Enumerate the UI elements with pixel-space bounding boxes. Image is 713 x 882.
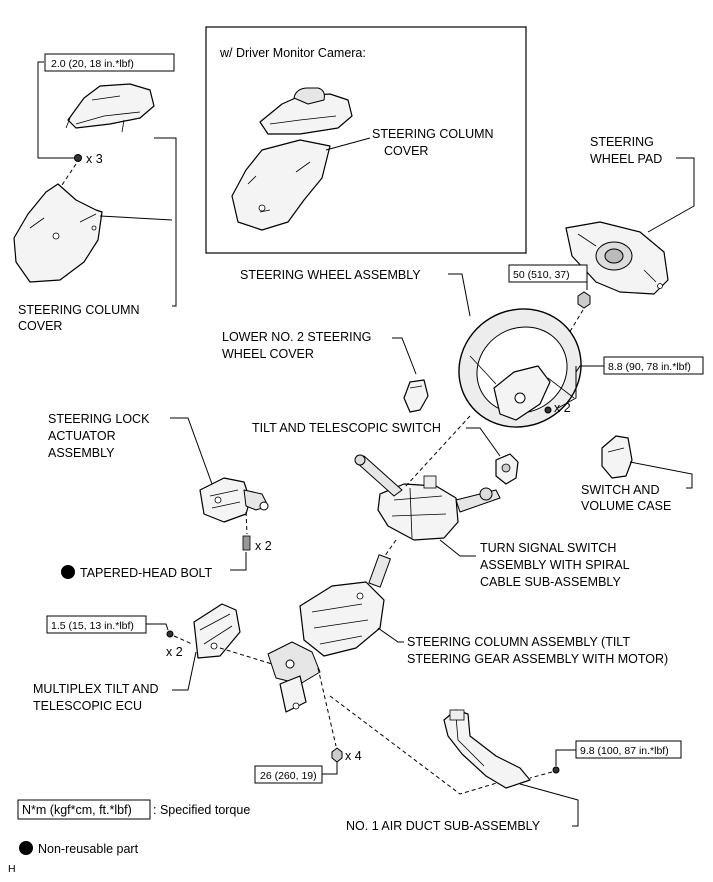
- inset-title: w/ Driver Monitor Camera:: [219, 46, 366, 60]
- label-switch-volume-2: VOLUME CASE: [581, 499, 671, 513]
- label-lock-actuator-2: ACTUATOR: [48, 429, 116, 443]
- svg-text:1.5 (15, 13 in.*lbf): 1.5 (15, 13 in.*lbf): [51, 620, 134, 632]
- duct-bolt-icon: [552, 766, 560, 774]
- turn-signal-switch-assembly: [354, 454, 501, 541]
- label-column-cover-1: STEERING COLUMN: [18, 303, 140, 317]
- label-tilt-switch: TILT AND TELESCOPIC SWITCH: [252, 421, 441, 435]
- footer-code: H: [8, 863, 16, 875]
- label-column-assembly-2: STEERING GEAR ASSEMBLY WITH MOTOR): [407, 652, 668, 666]
- label-column-assembly-1: STEERING COLUMN ASSEMBLY (TILT: [407, 635, 630, 649]
- steering-lock-actuator: [199, 477, 269, 523]
- tapered-bolt-qty: x 2: [255, 539, 272, 553]
- label-ecu-2: TELESCOPIC ECU: [33, 699, 142, 713]
- lower-wheel-cover: [403, 379, 429, 413]
- label-column-cover-2: COVER: [18, 319, 62, 333]
- cover-screw-icon: [74, 154, 82, 162]
- tilt-telescopic-switch: [495, 453, 519, 485]
- label-tapered-bolt: TAPERED-HEAD BOLT: [80, 566, 213, 580]
- svg-text:50 (510, 37): 50 (510, 37): [513, 269, 570, 281]
- torque-box-cover-screw: 2.0 (20, 18 in.*lbf): [44, 53, 175, 72]
- torque-box-duct-bolt: 9.8 (100, 87 in.*lbf): [575, 740, 682, 759]
- label-wheel-pad-2: WHEEL PAD: [590, 152, 662, 166]
- label-ecu-1: MULTIPLEX TILT AND: [33, 682, 159, 696]
- label-lock-actuator-3: ASSEMBLY: [48, 446, 115, 460]
- label-switch-volume-1: SWITCH AND: [581, 483, 659, 497]
- steering-wheel-assembly: [458, 308, 582, 428]
- svg-text:N*m (kgf*cm, ft.*lbf): N*m (kgf*cm, ft.*lbf): [22, 803, 132, 817]
- steering-column-assembly: [267, 554, 392, 713]
- torque-box-wheel-pad-screw: 8.8 (90, 78 in.*lbf): [603, 356, 704, 375]
- column-nut-qty: x 4: [345, 749, 362, 763]
- ecu-bolt-icon: [166, 630, 174, 638]
- ecu-bolt-qty: x 2: [166, 645, 183, 659]
- svg-text:8.8 (90, 78 in.*lbf): 8.8 (90, 78 in.*lbf): [608, 361, 691, 373]
- label-turn-signal-1: TURN SIGNAL SWITCH: [480, 541, 616, 555]
- wheel-pad-screw-qty: x 2: [554, 401, 571, 415]
- label-wheel-pad-1: STEERING: [590, 135, 654, 149]
- inset-label-line2: COVER: [384, 144, 428, 158]
- non-reusable-legend-mark: [19, 841, 33, 855]
- svg-text:2.0 (20, 18 in.*lbf): 2.0 (20, 18 in.*lbf): [51, 58, 134, 70]
- switch-volume-case: [601, 435, 633, 479]
- wheel-pad-screw-icon: [544, 406, 552, 414]
- label-air-duct: NO. 1 AIR DUCT SUB-ASSEMBLY: [346, 819, 541, 833]
- legend-non-reusable: Non-reusable part: [38, 842, 139, 856]
- lower-column-cover: [13, 183, 103, 283]
- torque-box-ecu-bolt: 1.5 (15, 13 in.*lbf): [46, 615, 147, 634]
- steering-wheel-pad: [565, 221, 669, 295]
- non-reusable-mark-bolt: [61, 565, 75, 579]
- label-lower-cover-2: WHEEL COVER: [222, 347, 314, 361]
- upper-column-cover: [65, 83, 155, 133]
- air-duct-sub-assembly: [443, 709, 531, 789]
- column-nut-icon: [331, 747, 343, 763]
- multiplex-tilt-ecu: [193, 603, 241, 659]
- label-turn-signal-3: CABLE SUB-ASSEMBLY: [480, 575, 621, 589]
- label-lower-cover-1: LOWER NO. 2 STEERING: [222, 330, 371, 344]
- svg-text:9.8 (100, 87 in.*lbf): 9.8 (100, 87 in.*lbf): [580, 745, 669, 757]
- inset-column-cover-with-camera: [231, 87, 353, 231]
- legend-torque: N*m (kgf*cm, ft.*lbf) : Specified torque: [17, 799, 250, 820]
- label-wheel-assembly: STEERING WHEEL ASSEMBLY: [240, 268, 421, 282]
- torque-box-column-nut: 26 (260, 19): [254, 765, 323, 784]
- torque-box-wheel-nut: 50 (510, 37): [508, 264, 588, 283]
- label-turn-signal-2: ASSEMBLY WITH SPIRAL: [480, 558, 630, 572]
- wheel-nut-icon: [577, 291, 591, 309]
- label-lock-actuator-1: STEERING LOCK: [48, 412, 150, 426]
- inset-label-line1: STEERING COLUMN: [372, 127, 494, 141]
- svg-text:: Specified torque: : Specified torque: [153, 803, 250, 817]
- cover-screw-qty: x 3: [86, 152, 103, 166]
- svg-text:26 (260, 19): 26 (260, 19): [260, 770, 317, 782]
- tapered-bolt-icon: [242, 535, 251, 551]
